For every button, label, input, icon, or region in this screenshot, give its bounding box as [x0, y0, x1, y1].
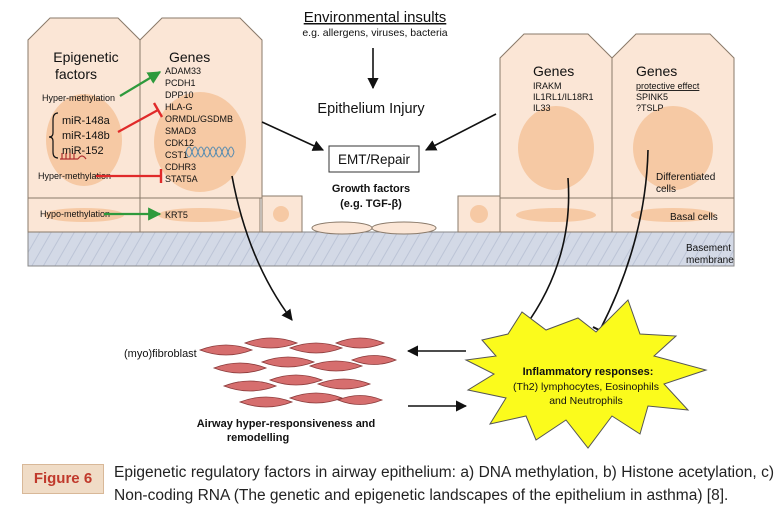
airway-hyper-responsiveness-label-2: remodelling [227, 432, 289, 444]
emt-repair-label: EMT/Repair [338, 152, 411, 167]
inhibition-bar-hla-g [152, 102, 164, 118]
inhibit-cell-to-inflammation [599, 149, 649, 331]
gene-cst1: CST1 [165, 150, 188, 160]
activation-arrow-adam33 [119, 71, 162, 97]
figure-label: Figure 6 [22, 464, 104, 494]
airway-hyper-responsiveness-label-1: Airway hyper-responsiveness and [197, 418, 376, 430]
protective-effect-label: protective effect [636, 81, 700, 91]
genes-nucleus-right2 [633, 106, 713, 190]
inhibition-line-hla-g [117, 109, 159, 133]
arrow-left-to-emt [261, 121, 325, 151]
gene-pcdh1: PCDH1 [165, 78, 196, 88]
arrow-cell-to-inflammation [523, 177, 570, 329]
mir-label-2: miR-148b [62, 130, 110, 142]
rna-stemloop-icon [60, 153, 87, 160]
differentiated-cells-label-1: Differentiated [656, 172, 715, 183]
gene-stat5a: STAT5A [165, 174, 198, 184]
basement-membrane [27, 231, 735, 267]
epigenetic-factors-title-2: factors [55, 66, 97, 82]
mir-group-brace [48, 112, 59, 159]
genes-nucleus-right1 [518, 106, 594, 190]
mir-label-3: miR-152 [62, 145, 104, 157]
arrow-right-to-emt [425, 113, 497, 151]
gene-cdhr3: CDHR3 [165, 162, 196, 172]
hyper-methylation-label-1: Hyper-methylation [42, 93, 115, 103]
gene-tslp: ?TSLP [636, 103, 664, 113]
basal-cells-label: Basal cells [670, 212, 718, 223]
epithelium-injury-label: Epithelium Injury [317, 101, 425, 117]
gene-il33: IL33 [533, 103, 551, 113]
inflammatory-cells-line-2: and Neutrophils [549, 395, 623, 407]
caption-text: Epigenetic regulatory factors in airway … [114, 464, 774, 504]
mir-label-1: miR-148a [62, 115, 111, 127]
growth-factors-label: Growth factors [332, 183, 410, 195]
genes-title-left: Genes [169, 49, 210, 65]
gene-adam33: ADAM33 [165, 66, 201, 76]
differentiated-cells-label-2: cells [656, 184, 676, 195]
gene-spink5: SPINK5 [636, 92, 668, 102]
genes-nucleus-left [154, 92, 246, 192]
environmental-insults-title: Environmental insults [304, 9, 447, 26]
figure-caption: Figure 6 Epigenetic regulatory factors i… [22, 458, 774, 528]
basement-membrane-label-2: membrane [686, 255, 734, 266]
gene-cdk12: CDK12 [165, 138, 194, 148]
hyper-methylation-label-2: Hyper-methylation [38, 171, 111, 181]
myofibroblast-label: (myo)fibroblast [124, 348, 197, 360]
genes-title-right1: Genes [533, 63, 574, 79]
gene-dpp10: DPP10 [165, 90, 194, 100]
asthma-epithelium-diagram: Environmental insults e.g. allergens, vi… [27, 9, 735, 449]
environmental-insults-examples: e.g. allergens, viruses, bacteria [302, 27, 447, 39]
epigenetic-nucleus [46, 94, 122, 186]
genes-title-right2: Genes [636, 63, 677, 79]
gene-krt5: KRT5 [165, 210, 188, 220]
gene-hla-g: HLA-G [165, 102, 193, 112]
dna-helix-icon [185, 146, 235, 158]
gene-ormdl-gsdmb: ORMDL/GSDMB [165, 114, 233, 124]
hypo-methylation-label: Hypo-methylation [40, 209, 110, 219]
basement-membrane-label-1: Basement [686, 243, 731, 254]
growth-factors-example: (e.g. TGF-β) [340, 198, 402, 210]
epigenetic-factors-title-1: Epigenetic [53, 49, 118, 65]
emt-repair-box [328, 145, 420, 173]
gene-il1rl1-il18r1: IL1RL1/IL18R1 [533, 92, 594, 102]
gene-smad3: SMAD3 [165, 126, 196, 136]
gene-irakm: IRAKM [533, 81, 562, 91]
arrow-cell-to-fibroblast [231, 175, 293, 321]
genes-list-right1: IRAKM IL1RL1/IL18R1 IL33 [533, 81, 594, 113]
inflammatory-responses-title: Inflammatory responses: [523, 366, 654, 378]
repair-cells [261, 195, 501, 235]
fibroblast-cluster [198, 337, 398, 408]
genes-list-left: ADAM33 PCDH1 DPP10 HLA-G ORMDL/GSDMB SMA… [165, 66, 233, 220]
inflammation-starburst [464, 299, 708, 449]
basal-nuclei [44, 208, 715, 222]
inflammatory-cells-line-1: (Th2) lymphocytes, Eosinophils [513, 381, 659, 393]
